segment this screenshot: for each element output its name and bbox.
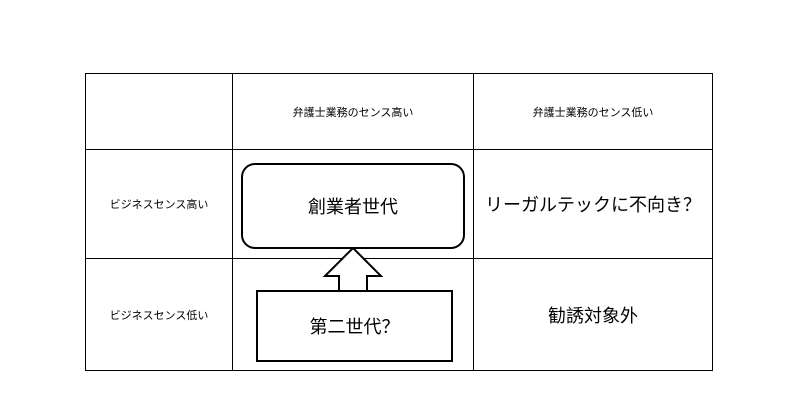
founder-generation-box: 創業者世代 — [241, 163, 465, 249]
table-border-bottom — [85, 370, 713, 371]
table-border-right — [712, 73, 713, 371]
table-border-left — [85, 73, 86, 371]
table-divider-row1 — [85, 149, 713, 150]
table-divider-row2 — [85, 258, 713, 259]
col-header-low-legal: 弁護士業務のセンス低い — [532, 105, 654, 119]
col-header-high-legal: 弁護士業務のセンス高い — [292, 105, 414, 119]
second-generation-box: 第二世代？ — [256, 290, 453, 362]
table-divider-col2 — [473, 73, 474, 371]
founder-generation-label: 創業者世代 — [308, 197, 398, 218]
unsuited-for-legaltech-label: リーガルテックに不向き？ — [485, 195, 701, 216]
row-header-high-business: ビジネスセンス高い — [109, 198, 209, 211]
not-recruitment-target-label: 勧誘対象外 — [548, 305, 638, 327]
second-generation-label: 第二世代？ — [309, 317, 400, 338]
table-divider-col1 — [232, 73, 233, 371]
table-border-top — [85, 73, 713, 74]
row-header-low-business: ビジネスセンス低い — [109, 308, 209, 322]
